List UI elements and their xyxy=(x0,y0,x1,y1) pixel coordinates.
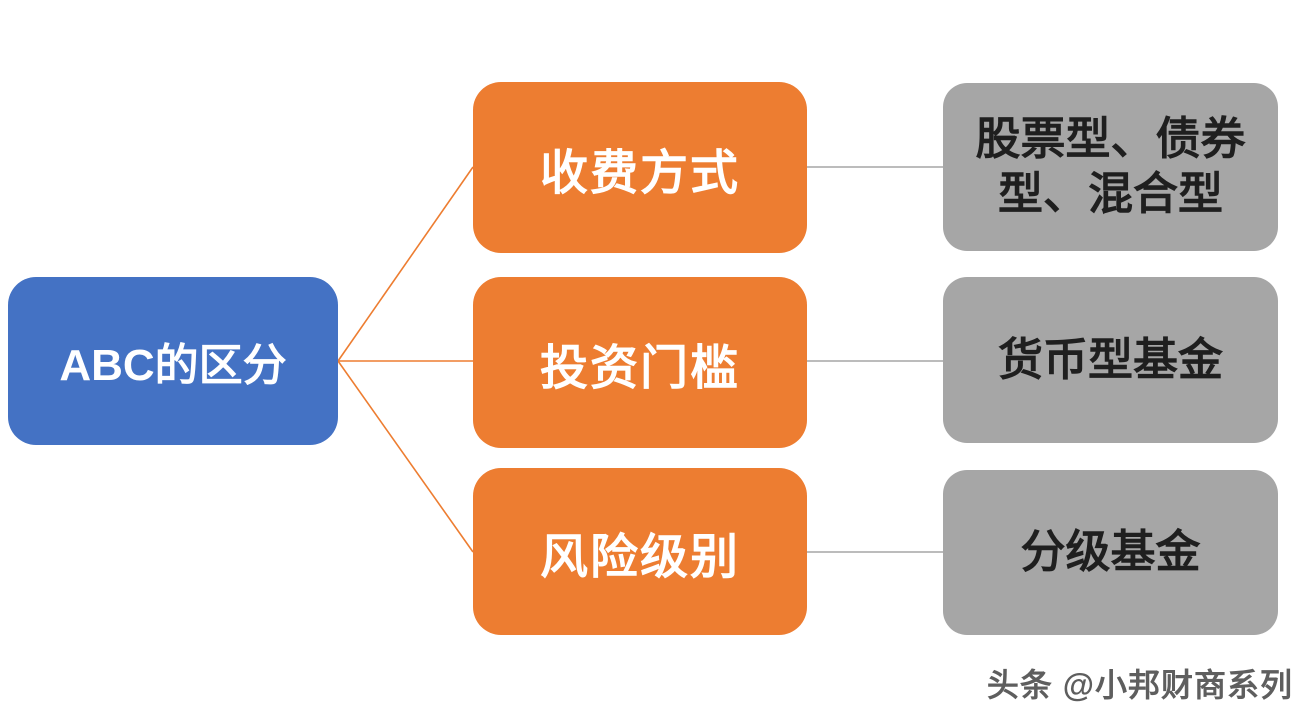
watermark-text: 头条 @小邦财商系列 xyxy=(986,667,1293,703)
connector-root-to-branch-1 xyxy=(337,166,474,362)
node-result-stock-bond-mixed: 股票型、债券型、混合型 xyxy=(943,83,1278,251)
node-branch-label: 风险级别 xyxy=(539,530,740,584)
node-root-abc-distinction: ABC的区分 xyxy=(8,277,338,445)
node-branch-label: 投资门槛 xyxy=(539,341,740,395)
node-result-money-fund: 货币型基金 xyxy=(943,277,1278,443)
node-branch-investment-threshold: 投资门槛 xyxy=(473,277,807,448)
node-result-label: 股票型、债券型、混合型 xyxy=(975,113,1246,219)
node-result-label: 货币型基金 xyxy=(997,333,1223,385)
node-root-label: ABC的区分 xyxy=(59,341,287,390)
node-branch-label: 收费方式 xyxy=(539,146,740,200)
node-result-tiered-fund: 分级基金 xyxy=(943,470,1278,635)
node-result-label: 分级基金 xyxy=(1020,526,1201,578)
connector-root-to-branch-3 xyxy=(337,360,474,553)
node-branch-risk-level: 风险级别 xyxy=(473,468,807,635)
watermark: 头条 @小邦财商系列 xyxy=(987,660,1293,706)
node-branch-charging-method: 收费方式 xyxy=(473,82,807,253)
